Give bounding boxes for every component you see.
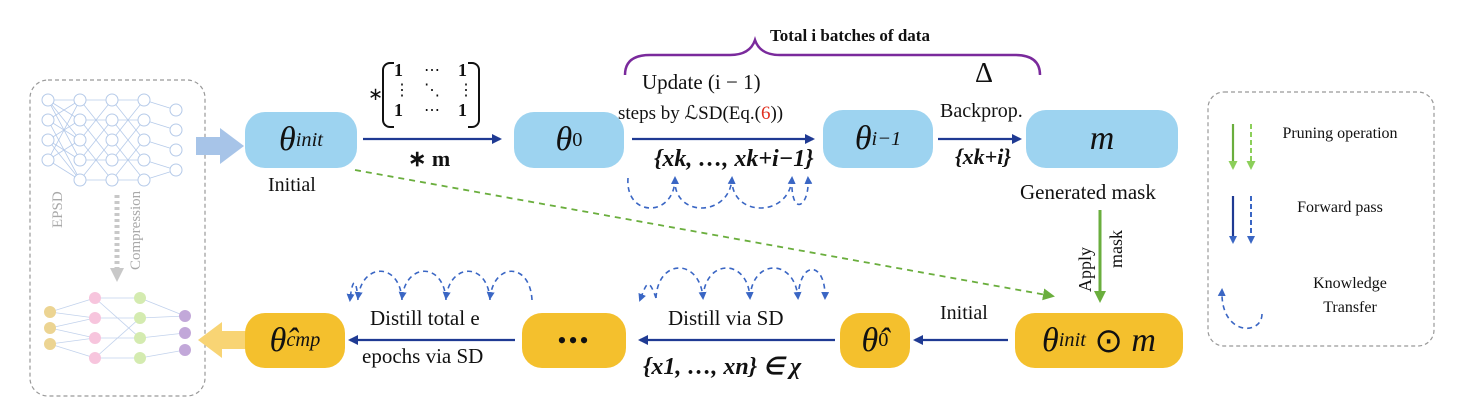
legend-knowledge-label: Knowledge Transfer bbox=[1313, 275, 1387, 316]
delta-label: Δ bbox=[975, 58, 994, 89]
batch-bracket bbox=[623, 36, 1042, 76]
all-ones-matrix: ∗ 1 ⋯ 1 ⋮ ⋱ ⋮ 1 ⋯ 1 bbox=[368, 60, 488, 128]
knowledge-transfer-loops-left bbox=[346, 270, 533, 302]
update-steps-label: Update (i − 1) bbox=[642, 70, 761, 94]
loss-suffix: )) bbox=[770, 103, 784, 124]
knowledge-transfer-loops-mid bbox=[638, 267, 830, 302]
epochs-label: epochs via SD bbox=[362, 344, 484, 368]
legend-pruning-label: Pruning operation bbox=[1282, 125, 1398, 142]
matrix-right-bracket bbox=[468, 62, 480, 128]
times-m-label: ∗ m bbox=[408, 146, 451, 171]
mask-node: m bbox=[1026, 110, 1178, 168]
distill-sd-label: Distill via SD bbox=[668, 306, 784, 330]
generated-mask-label: Generated mask bbox=[1020, 180, 1156, 204]
matrix-r1c2: ⋯ bbox=[424, 62, 440, 79]
compressed-network-icon bbox=[44, 292, 191, 364]
matrix-star: ∗ bbox=[368, 84, 384, 104]
dense-network-icon bbox=[41, 93, 183, 187]
legend-knowledge-arrow bbox=[1217, 288, 1263, 329]
equation-ref: 6 bbox=[760, 103, 771, 124]
initial-label-bottom: Initial bbox=[940, 302, 988, 324]
output-block-arrow bbox=[198, 322, 246, 358]
theta-hat-0-node: θ̂0 bbox=[840, 313, 910, 368]
matrix-r2c3: ⋮ bbox=[458, 82, 474, 99]
knowledge-transfer-loops-top bbox=[627, 176, 813, 209]
matrix-r2c2: ⋱ bbox=[424, 82, 440, 99]
mask-label: mask bbox=[1106, 230, 1126, 268]
legend-forward-label: Forward pass bbox=[1297, 199, 1383, 216]
init-to-masked-dashed-arrow bbox=[354, 169, 1055, 301]
matrix-r3c2: ⋯ bbox=[424, 102, 440, 119]
backprop-label: Backprop. bbox=[940, 100, 1023, 122]
bracket-label: Total i batches of data bbox=[770, 26, 930, 45]
matrix-r1c3: 1 bbox=[458, 60, 467, 80]
distill-total-label: Distill total e bbox=[370, 306, 480, 330]
theta-hat-cmp-node: θ̂cmp bbox=[245, 313, 345, 368]
single-batch-label: {xk+i} bbox=[955, 144, 1011, 169]
epsd-label: EPSD bbox=[50, 191, 66, 228]
input-block-arrow bbox=[196, 128, 244, 164]
matrix-r3c3: 1 bbox=[458, 100, 467, 120]
matrix-left-bracket bbox=[382, 62, 394, 128]
update-loss-label: steps by ℒSD(Eq.(6)) bbox=[618, 102, 783, 125]
apply-label: Apply bbox=[1075, 247, 1095, 292]
initial-label-top: Initial bbox=[268, 174, 316, 196]
compression-label: Compression bbox=[128, 190, 144, 270]
ellipsis-node: ••• bbox=[522, 313, 626, 368]
matrix-r1c1: 1 bbox=[394, 60, 403, 80]
matrix-r3c1: 1 bbox=[394, 100, 403, 120]
loss-prefix: steps by ℒSD(Eq.( bbox=[618, 103, 761, 124]
batch-set-label: {xk, …, xk+i−1} bbox=[654, 146, 814, 172]
dataset-label: {x1, …, xn} ∈ χ bbox=[643, 354, 802, 380]
legend-box bbox=[1207, 91, 1435, 347]
matrix-r2c1: ⋮ bbox=[394, 82, 410, 99]
